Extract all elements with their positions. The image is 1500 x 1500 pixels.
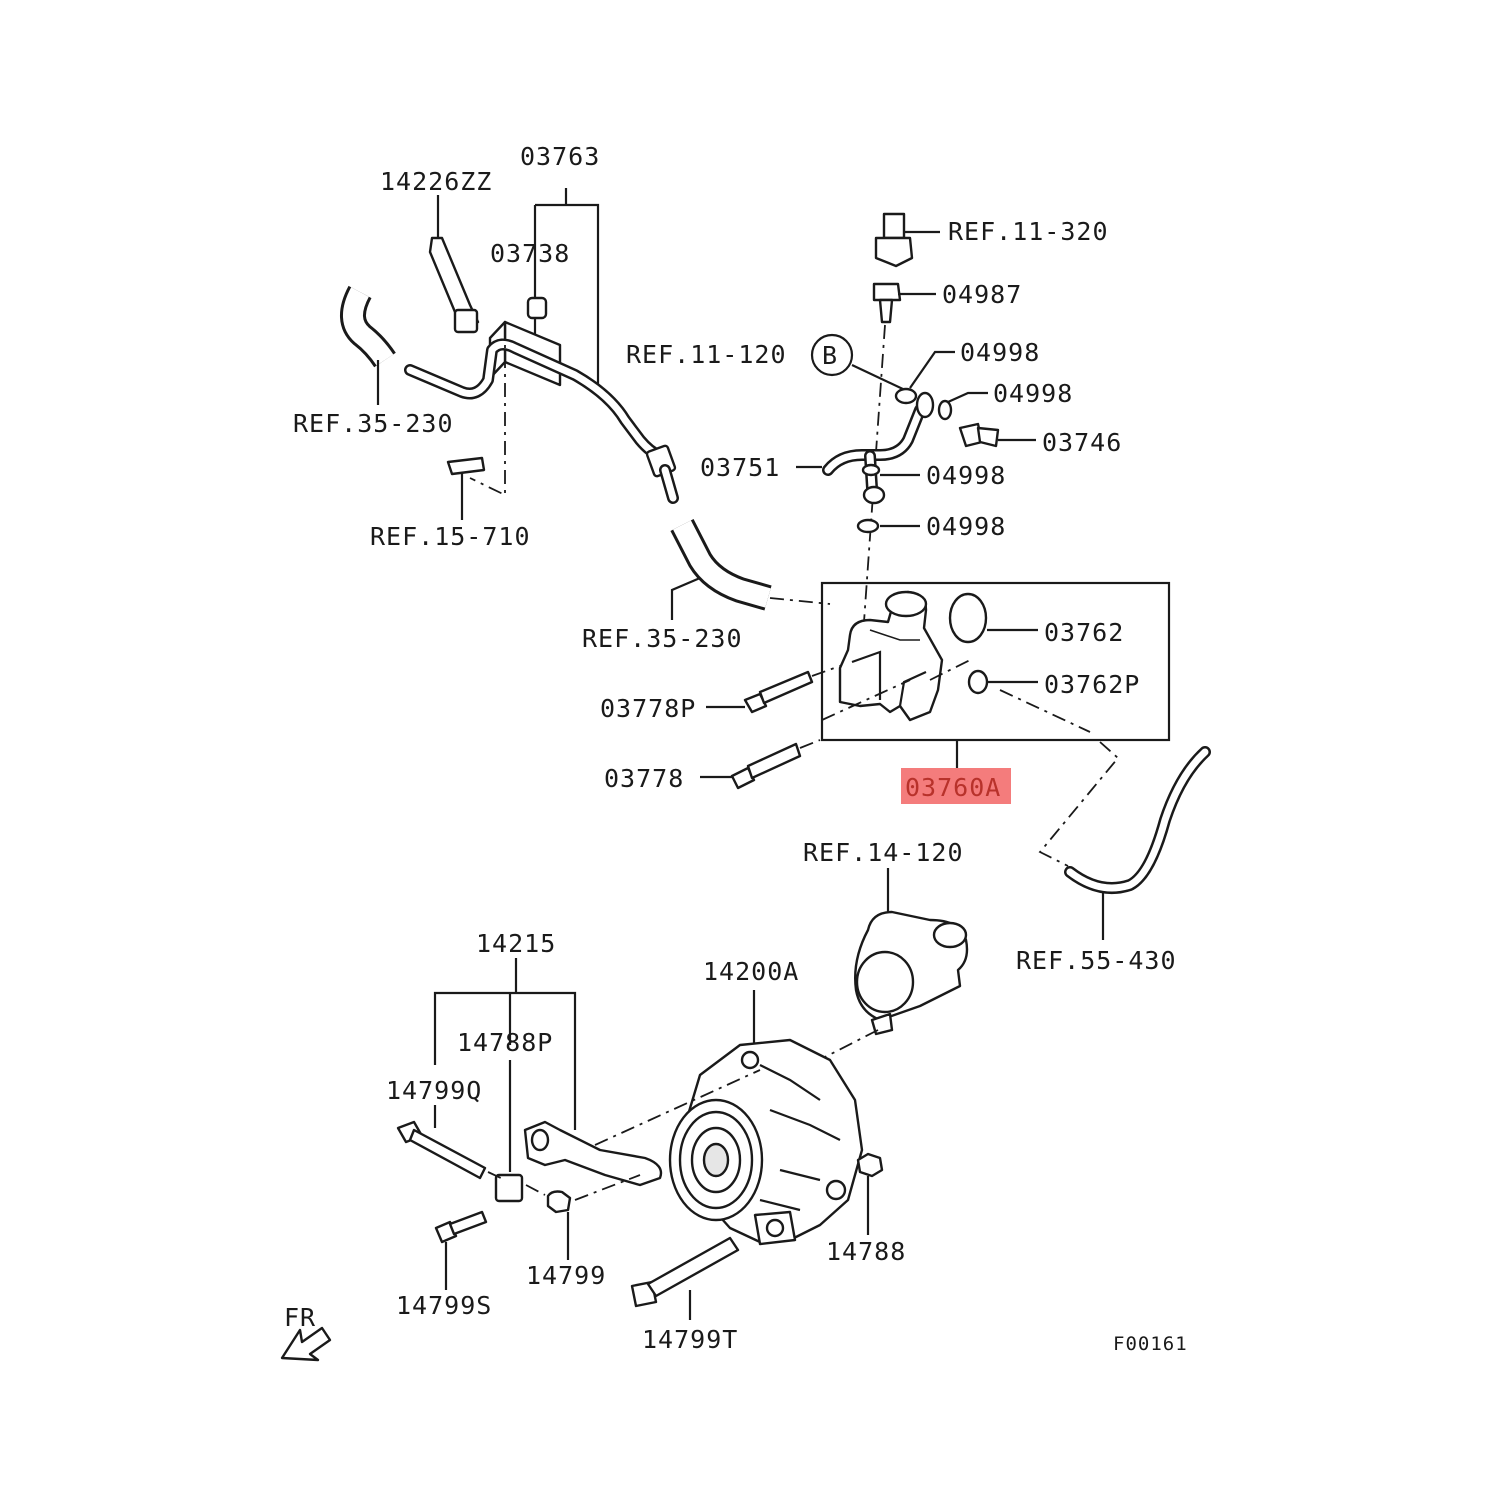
gasket-04998-d <box>856 518 880 534</box>
label-ref-35-230-a: REF.35-230 <box>293 409 454 438</box>
label-03762: 03762 <box>1044 618 1124 647</box>
label-14215: 14215 <box>476 929 556 958</box>
label-figure-code: F00161 <box>1113 1333 1188 1355</box>
bolt-ref-15-710 <box>446 456 486 476</box>
alternator-assembly <box>396 868 969 1320</box>
bolt-04987 <box>872 282 902 302</box>
adjuster-bracket-14788p <box>523 1120 663 1187</box>
label-04998-c: 04998 <box>926 461 1006 490</box>
label-ref-15-710: REF.15-710 <box>370 522 531 551</box>
label-04998-d: 04998 <box>926 512 1006 541</box>
callout-b-circle <box>810 333 854 377</box>
bolt-14799 <box>546 1190 572 1214</box>
nut-block-14788p <box>494 1173 524 1203</box>
label-03763: 03763 <box>520 142 600 171</box>
label-03778: 03778 <box>604 764 684 793</box>
label-14799t: 14799T <box>642 1325 738 1354</box>
label-03746: 03746 <box>1042 428 1122 457</box>
label-04998-b: 04998 <box>993 379 1073 408</box>
label-ref-11-320: REF.11-320 <box>948 217 1109 246</box>
highlight-03760a <box>901 768 1011 804</box>
label-03738: 03738 <box>490 239 570 268</box>
label-ref-11-120: REF.11-120 <box>626 340 787 369</box>
upper-right-assembly <box>796 212 1036 651</box>
gasket-04998-b <box>937 399 953 421</box>
label-ref-35-230-b: REF.35-230 <box>582 624 743 653</box>
label-14788: 14788 <box>826 1237 906 1266</box>
label-03751: 03751 <box>700 453 780 482</box>
hose-ref-55-430 <box>1064 746 1211 940</box>
label-14788p: 14788P <box>457 1028 553 1057</box>
upper-left-assembly <box>340 188 831 620</box>
bolt-03778p <box>743 692 768 714</box>
label-03762p: 03762P <box>1044 670 1140 699</box>
label-ref-14-120: REF.14-120 <box>803 838 964 867</box>
label-03760a: 03760A <box>905 773 1001 802</box>
label-03778p: 03778P <box>600 694 696 723</box>
gasket-04998-a <box>894 387 918 405</box>
label-14799s: 14799S <box>396 1291 492 1320</box>
label-14799q: 14799Q <box>386 1076 482 1105</box>
label-14226zz: 14226ZZ <box>380 167 492 196</box>
assembly-box-03760a <box>820 581 1171 742</box>
labels: 03763 14226ZZ 03738 REF.35-230 REF.15-71… <box>284 142 1188 1355</box>
label-callout-b: B <box>822 341 838 370</box>
coolant-pipe <box>404 338 666 462</box>
label-fr: FR <box>284 1303 316 1332</box>
label-04998-a: 04998 <box>960 338 1040 367</box>
water-outlet-assembly <box>700 581 1171 867</box>
sensor-ref-11-320 <box>882 212 906 240</box>
front-direction-arrow <box>280 1326 332 1362</box>
label-ref-55-430: REF.55-430 <box>1016 946 1177 975</box>
fr-arrow-icon <box>280 1326 332 1362</box>
label-14200a: 14200A <box>703 957 799 986</box>
bolt-03778 <box>730 766 756 790</box>
nut-14788 <box>856 1152 884 1178</box>
label-14799: 14799 <box>526 1261 606 1290</box>
gasket-04998-c <box>861 463 881 477</box>
bracket-14215-leader <box>433 991 577 1130</box>
label-04987: 04987 <box>942 280 1022 309</box>
o-ring-03762p <box>967 669 989 695</box>
clip-03738 <box>526 296 548 320</box>
o-ring-03762 <box>948 592 988 644</box>
